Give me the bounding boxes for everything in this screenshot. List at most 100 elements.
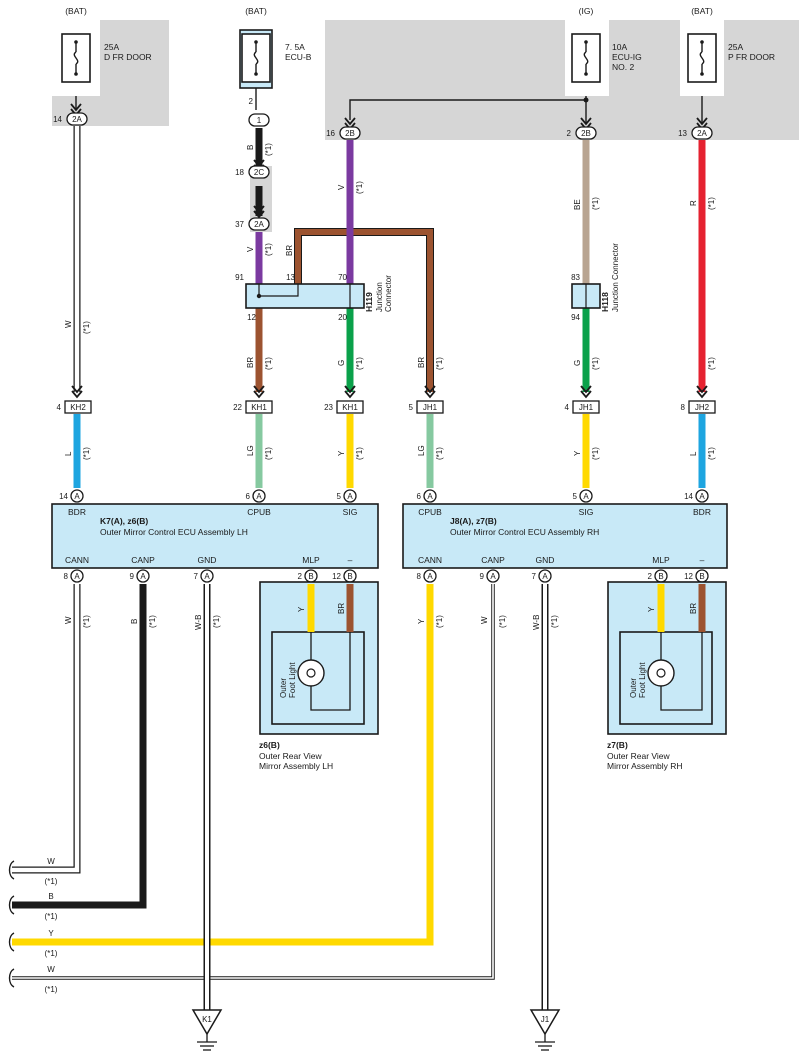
star-cann-y: (*1) <box>435 615 444 628</box>
mirror-rh-code: z7(B) <box>607 740 628 750</box>
fuse-2-rating: 7. 5A <box>285 42 305 52</box>
svg-text:18: 18 <box>235 168 244 177</box>
ecu-lh-pin-cpub: A 6 CPUB <box>246 489 271 517</box>
wire-label-cann-y: Y <box>417 618 426 624</box>
fuse-4-name: P FR DOOR <box>728 52 775 62</box>
svg-text:CANN: CANN <box>65 555 89 565</box>
ecu-lh-pin-bdr: A 14 BDR <box>59 489 86 517</box>
svg-text:W: W <box>47 965 55 974</box>
ecu-lh-pin-mlp: MLP B 2 <box>298 555 320 583</box>
svg-text:5: 5 <box>573 492 578 501</box>
star-r-low: (*1) <box>707 357 716 370</box>
svg-text:BDR: BDR <box>693 507 711 517</box>
h118-code: H118 <box>600 292 610 312</box>
h119-pin-20: 20 <box>338 313 347 322</box>
svg-text:W: W <box>47 857 55 866</box>
svg-text:A: A <box>74 492 80 501</box>
star-y-right: (*1) <box>591 447 600 460</box>
svg-text:6: 6 <box>417 492 422 501</box>
wire-label-v-left: V <box>246 246 255 252</box>
ecu-lh-pin-cann: CANN A 8 <box>64 555 89 583</box>
svg-text:A: A <box>347 492 353 501</box>
svg-text:(*1): (*1) <box>45 985 58 994</box>
mirror-rh-inner <box>619 631 713 725</box>
svg-text:B: B <box>48 892 53 901</box>
pin-f2-mid: 2C 18 <box>235 165 270 179</box>
wire-label-r: R <box>689 200 698 206</box>
svg-text:JH2: JH2 <box>695 403 710 412</box>
svg-text:5: 5 <box>409 403 414 412</box>
svg-text:8: 8 <box>681 403 686 412</box>
svg-text:8: 8 <box>417 572 422 581</box>
svg-text:KH1: KH1 <box>342 403 358 412</box>
fuse-4-rating: 25A <box>728 42 743 52</box>
pin-f1: 2A 14 <box>53 112 88 126</box>
svg-text:A: A <box>140 572 146 581</box>
ecu-lh-pin-canp: CANP A 9 <box>130 555 155 583</box>
svg-text:2: 2 <box>567 129 572 138</box>
ecu-rh-pin-sig: A 5 SIG <box>573 489 594 517</box>
svg-text:KH2: KH2 <box>70 403 86 412</box>
wire-label-y-right: Y <box>573 450 582 456</box>
wire-label-mlp-br-rh: BR <box>689 603 698 614</box>
svg-text:A: A <box>583 492 589 501</box>
ecu-rh-name: Outer Mirror Control ECU Assembly RH <box>450 527 599 537</box>
svg-text:2B: 2B <box>581 129 591 138</box>
mirror-rh-box <box>607 581 727 735</box>
h119-pin-70: 70 <box>338 273 347 282</box>
svg-text:A: A <box>256 492 262 501</box>
ecu-lh-box <box>51 503 379 569</box>
svg-text:(*1): (*1) <box>45 877 58 886</box>
svg-text:4: 4 <box>57 403 62 412</box>
ecu-rh-pin-canp: CANP A 9 <box>480 555 505 583</box>
svg-text:SIG: SIG <box>579 507 594 517</box>
svg-text:12: 12 <box>332 572 341 581</box>
lamp-rh-icon <box>647 659 675 687</box>
pin-f5: 2A 13 <box>678 126 713 140</box>
wire-label-gnd-rh: W-B <box>532 615 541 630</box>
svg-text:A: A <box>699 492 705 501</box>
svg-text:7: 7 <box>532 572 537 581</box>
svg-text:A: A <box>427 492 433 501</box>
svg-text:1: 1 <box>257 116 262 125</box>
ecu-rh-pin-mlp: MLP B 2 <box>648 555 670 583</box>
svg-text:SIG: SIG <box>343 507 358 517</box>
svg-text:A: A <box>542 572 548 581</box>
svg-text:2C: 2C <box>254 168 264 177</box>
wire-label-mlp-y-rh: Y <box>647 606 656 612</box>
mirror-lh-inner <box>271 631 365 725</box>
ecu-lh-pin-sig: A 5 SIG <box>337 489 358 517</box>
h118-pin-83: 83 <box>571 273 580 282</box>
mirror-rh-line1: Outer Rear View <box>607 751 671 761</box>
svg-text:A: A <box>490 572 496 581</box>
h119-pin-91: 91 <box>235 273 244 282</box>
mid-conn-jh2: JH2 8 <box>681 400 716 414</box>
fuse-2-source: (BAT) <box>245 6 267 16</box>
lamp-lh-label1: Outer <box>279 678 288 698</box>
mirror-lh-code: z6(B) <box>259 740 280 750</box>
wire-label-lg-right: LG <box>417 445 426 456</box>
h118-name: Junction Connector <box>611 243 620 312</box>
svg-text:MLP: MLP <box>652 555 670 565</box>
bus-line-2: B (*1) <box>8 892 58 921</box>
pin-f2-low: 2A 37 <box>235 217 270 231</box>
wire-label-y-left: Y <box>337 450 346 456</box>
star-g-h119: (*1) <box>355 357 364 370</box>
ground-k1-icon: K1 <box>191 1009 223 1051</box>
fuse-block-area-right <box>325 20 799 140</box>
wire-label-be: BE <box>573 199 582 210</box>
wire-label-canp-b: B <box>130 619 139 624</box>
star-canp-b: (*1) <box>148 615 157 628</box>
svg-text:7: 7 <box>194 572 199 581</box>
ecu-lh-name: Outer Mirror Control ECU Assembly LH <box>100 527 248 537</box>
svg-text:(*1): (*1) <box>45 912 58 921</box>
fuse-1-symbol <box>61 33 91 83</box>
svg-text:A: A <box>204 572 210 581</box>
svg-text:9: 9 <box>480 572 485 581</box>
svg-text:CANN: CANN <box>418 555 442 565</box>
svg-text:37: 37 <box>235 220 244 229</box>
star-r: (*1) <box>707 197 716 210</box>
svg-text:2: 2 <box>298 572 303 581</box>
svg-text:BDR: BDR <box>68 507 86 517</box>
